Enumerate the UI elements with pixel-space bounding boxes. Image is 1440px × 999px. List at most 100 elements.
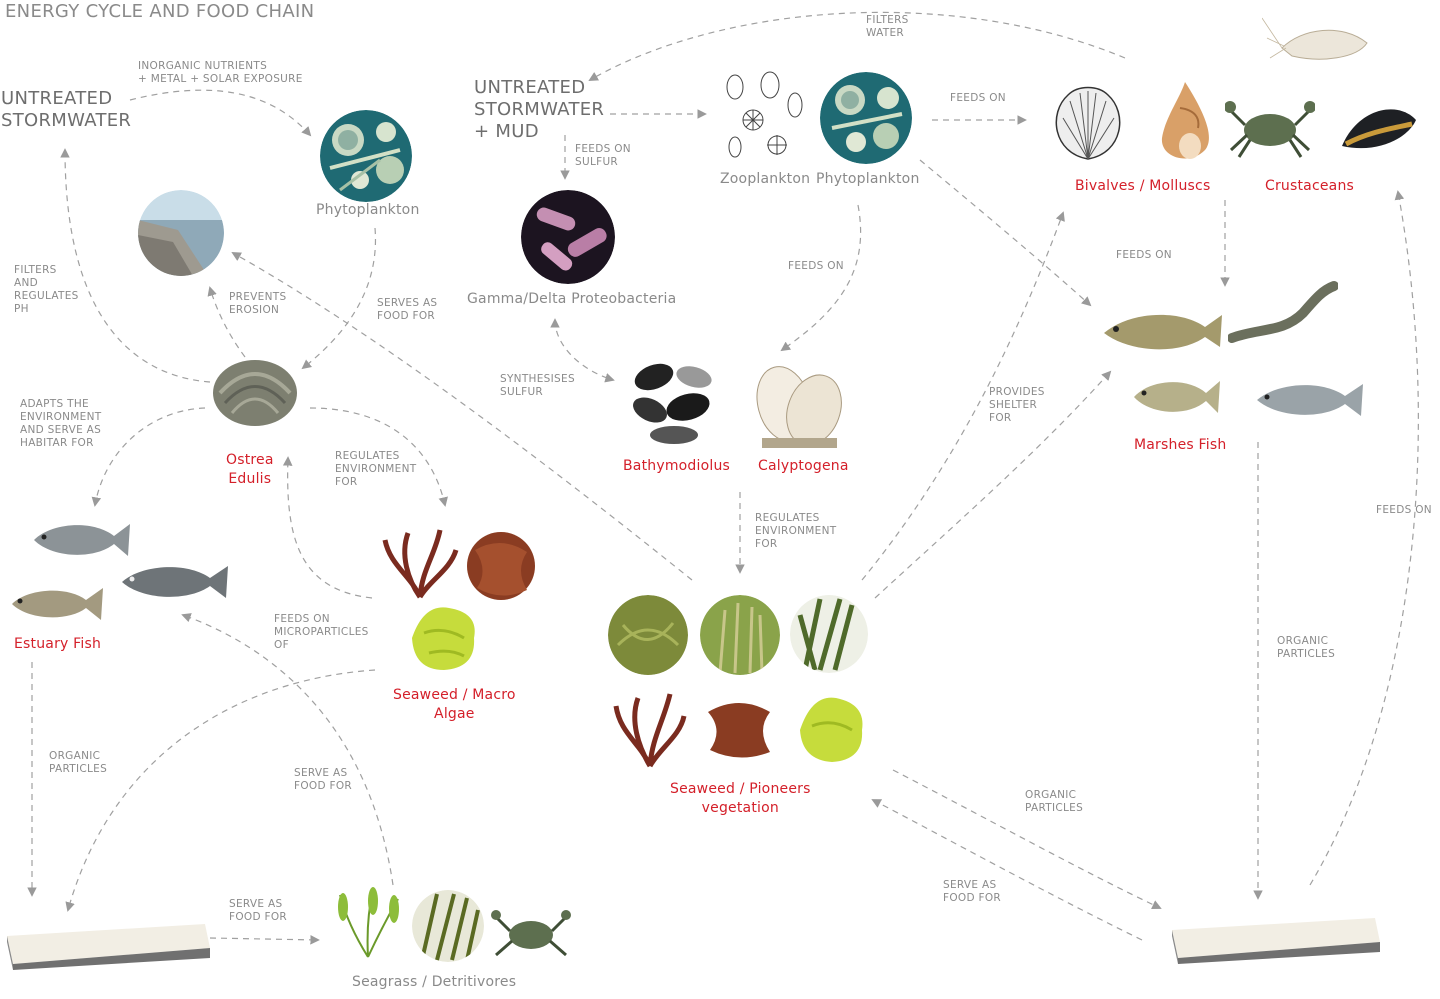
rel-serves-as-food-phyto: SERVES AS FOOD FOR — [377, 297, 437, 323]
estuary-fish-2-image — [12, 588, 103, 620]
arrow-seaweed-to-slab — [65, 669, 376, 912]
rel-serves-as-food-line1: SERVES AS — [377, 297, 438, 309]
rel-serves-as-food-line2: FOOD FOR — [377, 310, 435, 322]
page-title: ENERGY CYCLE AND FOOD CHAIN — [5, 1, 315, 22]
arrow-phyto-to-ostrea — [301, 227, 377, 370]
rel-serve-bl-line1: SERVE AS — [229, 898, 283, 910]
arrow-phyto-to-calyptogena — [780, 204, 862, 352]
crab-green-image — [1225, 101, 1315, 158]
marshes-fish-3-image — [1257, 384, 1363, 416]
pioneer-veg-1-image — [608, 595, 688, 675]
rel-feeds-on-sulfur-line2: SULFUR — [575, 156, 619, 168]
phytoplankton-center-image — [820, 72, 912, 164]
marshes-fish-1-image — [1104, 314, 1222, 350]
rel-adapts-line2: ENVIRONMENT — [20, 411, 102, 423]
rel-regulates-center-line1: REGULATES — [755, 512, 820, 524]
mussel-image — [1342, 109, 1416, 149]
rel-provides-shelter-line1: PROVIDES — [989, 386, 1045, 398]
rel-inorganic-nutrients: INORGANIC NUTRIENTS + METAL + SOLAR EXPO… — [138, 60, 303, 86]
arrow-pioneers-to-shore — [231, 252, 693, 581]
arrow-bivalves-to-stormwater — [588, 11, 1126, 81]
crab-detritivore-image — [491, 910, 571, 957]
rel-organic-bottom-line2: PARTICLES — [1025, 802, 1084, 814]
rel-regulates-center-line3: FOR — [755, 538, 778, 550]
label-seaweed-pioneers-line1: Seaweed / Pioneers — [670, 781, 811, 797]
label-seaweed-macro-algae: Seaweed / Macro Algae — [393, 686, 516, 724]
rel-feeds-on-sulfur: FEEDS ON SULFUR — [575, 143, 631, 169]
rel-organic-right-line1: ORGANIC — [1277, 635, 1329, 647]
rel-inorganic-line2: + METAL + SOLAR EXPOSURE — [138, 73, 303, 85]
rel-organic-left-line1: ORGANIC — [49, 750, 101, 762]
rel-regulates-center-line2: ENVIRONMENT — [755, 525, 837, 537]
source-left-line2: STORMWATER — [1, 110, 132, 131]
label-seagrass-detritivores: Seagrass / Detritivores — [352, 974, 517, 990]
source-left: UNTREATED STORMWATER — [1, 88, 131, 132]
rel-serve-as-food-seagrass: SERVE AS FOOD FOR — [294, 767, 352, 793]
bivalve-shell-image — [1055, 86, 1121, 160]
arrow-ostrea-to-estuary — [91, 407, 206, 507]
rel-filters-regulates-line1: FILTERS — [14, 264, 57, 276]
rel-serve-as-food-bottom-left: SERVE AS FOOD FOR — [229, 898, 287, 924]
arrow-phyto-to-marshes — [919, 159, 1092, 307]
label-seaweed-macro-line2: Algae — [434, 706, 475, 722]
rel-serve-as-food-bottom-right: SERVE AS FOOD FOR — [943, 879, 1001, 905]
arrow-ostrea-to-shore — [207, 286, 246, 358]
rel-feeds-micro-line1: FEEDS ON — [274, 613, 330, 625]
rel-filters-regulates-line2: AND — [14, 277, 39, 289]
marshes-fish-2-image — [1134, 381, 1220, 413]
shoreline-image — [138, 190, 224, 276]
rel-regulates-environment-center: REGULATES ENVIRONMENT FOR — [755, 512, 836, 551]
seagrass-2-image — [412, 890, 484, 962]
label-bathymodiolus: Bathymodiolus — [623, 458, 731, 474]
arrow-pioneers-to-bivalves — [861, 211, 1065, 581]
rel-provides-shelter-line3: FOR — [989, 412, 1012, 424]
rel-feeds-on-sulfur-line1: FEEDS ON — [575, 143, 631, 155]
arrow-seaweed-to-ostrea — [282, 456, 373, 599]
rel-organic-particles-left: ORGANIC PARTICLES — [49, 750, 107, 776]
label-seaweed-pioneers-line2: vegetation — [701, 800, 779, 816]
arrow-ostrea-to-stormwater — [60, 148, 211, 383]
rel-filters-regulates-line3: REGULATES — [14, 290, 79, 302]
rel-prevents-erosion-line2: EROSION — [229, 304, 280, 316]
label-zooplankton: Zooplankton — [720, 171, 811, 187]
rel-feeds-on-mid: FEEDS ON — [788, 260, 844, 272]
sediment-slab-left — [7, 924, 210, 970]
source-center-line3: + MUD — [474, 121, 539, 142]
rel-inorganic-line1: INORGANIC NUTRIENTS — [138, 60, 268, 72]
arrow-ostrea-to-seaweed — [309, 407, 448, 507]
arrow-pioneers-to-marshes — [874, 370, 1112, 599]
rel-prevents-erosion-line1: PREVENTS — [229, 291, 287, 303]
arrow-seagrass-to-estuary — [181, 613, 394, 886]
pioneer-veg-5-image — [708, 703, 770, 758]
rel-filters-water-line2: WATER — [866, 27, 905, 39]
rel-filters-regulates-line4: PH — [14, 303, 29, 315]
label-marshes-fish: Marshes Fish — [1134, 437, 1227, 453]
pioneer-veg-2-image — [700, 595, 780, 675]
rel-adapts-line4: HABITAR FOR — [20, 437, 94, 449]
rel-feeds-micro-line2: MICROPARTICLEs — [274, 626, 369, 638]
calyptogena-image — [756, 366, 842, 448]
rel-regulates-environment-left: REGULATES ENVIRONMENT FOR — [335, 450, 416, 489]
rel-organic-bottom-line1: ORGANIC — [1025, 789, 1077, 801]
rel-adapts-line1: ADAPTS THE — [20, 398, 89, 410]
arrow-stormwater-to-phyto — [129, 89, 312, 137]
rel-organic-particles-right: ORGANIC PARTICLES — [1277, 635, 1335, 661]
shrimp-image — [1262, 17, 1368, 60]
label-estuary-fish: Estuary Fish — [14, 636, 102, 652]
rel-adapts-line3: AND SERVE AS — [20, 424, 102, 436]
snail-shell-image — [1161, 82, 1209, 159]
label-ostrea-edulis: Ostrea Edulis — [226, 451, 274, 489]
pioneer-veg-4-image — [613, 693, 687, 768]
label-proteobacteria: Gamma/Delta Proteobacteria — [467, 291, 677, 307]
label-ostrea-line1: Ostrea — [226, 452, 274, 468]
estuary-fish-3-image — [122, 566, 228, 598]
source-left-line1: UNTREATED — [1, 88, 113, 109]
source-center-line1: UNTREATED — [474, 77, 586, 98]
bathymodiolus-image — [628, 355, 720, 447]
label-seaweed-pioneers: Seaweed / Pioneers vegetation — [670, 780, 811, 818]
rel-feeds-micro-line3: OF — [274, 639, 289, 651]
seagrass-1-image — [338, 887, 399, 958]
seaweed-green-image — [412, 607, 475, 670]
label-phytoplankton-left: Phytoplankton — [316, 202, 420, 218]
rel-organic-left-line2: PARTICLES — [49, 763, 108, 775]
